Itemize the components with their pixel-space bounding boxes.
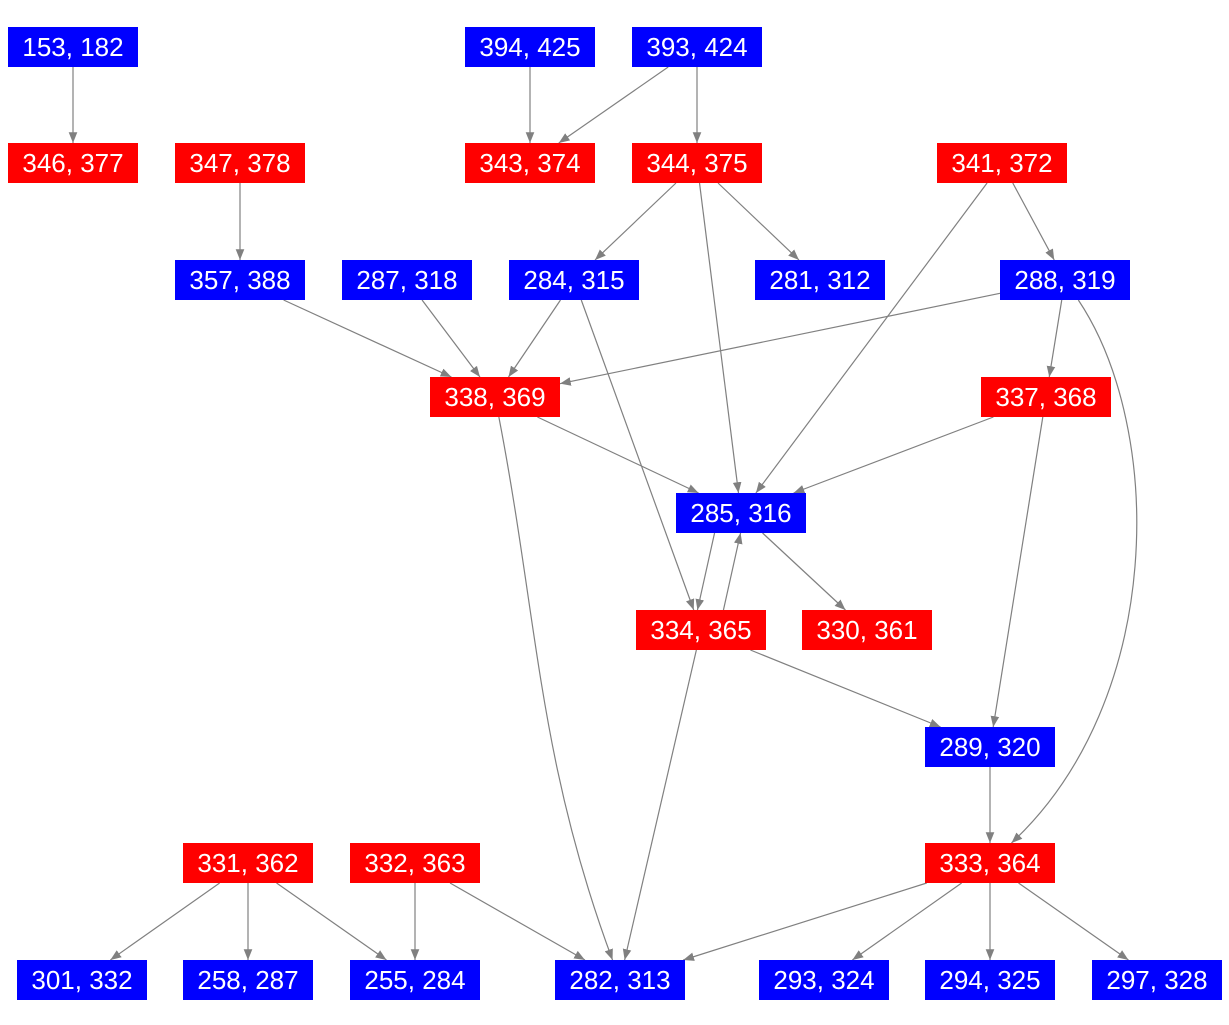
- graph-node[interactable]: 343, 374: [465, 143, 595, 183]
- edge-357-to-338: [283, 299, 452, 378]
- graph-node[interactable]: 344, 375: [632, 143, 762, 183]
- edge-333-to-293: [852, 882, 962, 961]
- edge-288-to-333: [1011, 299, 1138, 844]
- graph-node[interactable]: 334, 365: [636, 610, 766, 650]
- edge-332-to-282: [449, 882, 586, 961]
- graph-node[interactable]: 288, 319: [1000, 260, 1130, 300]
- edge-287-to-338: [421, 299, 481, 378]
- edge-284-to-334: [580, 299, 695, 611]
- edge-285-to-334: [695, 532, 716, 611]
- edge-344-to-285: [698, 182, 742, 494]
- edge-333-to-282: [683, 882, 927, 961]
- edge-331-to-255: [276, 882, 387, 961]
- graph-node[interactable]: 297, 328: [1092, 960, 1222, 1000]
- edge-337-to-289: [990, 416, 1044, 728]
- edge-334-to-282: [622, 649, 697, 961]
- edge-284-to-338: [508, 299, 561, 378]
- graph-node[interactable]: 285, 316: [676, 493, 806, 533]
- graph-node[interactable]: 357, 388: [175, 260, 305, 300]
- graph-node[interactable]: 284, 315: [509, 260, 639, 300]
- graph-node[interactable]: 255, 284: [350, 960, 480, 1000]
- graph-node[interactable]: 330, 361: [802, 610, 932, 650]
- graph-node[interactable]: 332, 363: [350, 843, 480, 883]
- graph-node[interactable]: 393, 424: [632, 27, 762, 67]
- edge-341-to-288: [1012, 182, 1055, 261]
- graph-node[interactable]: 347, 378: [175, 143, 305, 183]
- graph-node[interactable]: 301, 332: [17, 960, 147, 1000]
- graph-node[interactable]: 333, 364: [925, 843, 1055, 883]
- graph-node[interactable]: 338, 369: [430, 377, 560, 417]
- edge-341-to-285: [755, 182, 988, 494]
- graph-node[interactable]: 289, 320: [925, 727, 1055, 767]
- edge-393-to-343: [558, 66, 669, 144]
- graph-node[interactable]: 294, 325: [925, 960, 1055, 1000]
- graph-node[interactable]: 293, 324: [759, 960, 889, 1000]
- edge-288-to-338: [559, 292, 1001, 386]
- graph-node[interactable]: 394, 425: [465, 27, 595, 67]
- edge-344-to-284: [594, 182, 677, 261]
- edge-338-to-282: [498, 416, 614, 961]
- edge-337-to-285: [793, 416, 994, 494]
- edge-288-to-337: [1046, 299, 1063, 378]
- graph-node[interactable]: 287, 318: [342, 260, 472, 300]
- graph-node[interactable]: 346, 377: [8, 143, 138, 183]
- edge-285-to-330: [762, 532, 846, 611]
- edge-333-to-297: [1018, 882, 1129, 961]
- edge-331-to-301: [110, 882, 220, 961]
- graph-node[interactable]: 281, 312: [755, 260, 885, 300]
- edge-338-to-285: [537, 416, 699, 494]
- graph-node[interactable]: 258, 287: [183, 960, 313, 1000]
- edge-334-to-285: [722, 532, 743, 611]
- graph-node[interactable]: 331, 362: [183, 843, 313, 883]
- graph-node[interactable]: 282, 313: [555, 960, 685, 1000]
- edge-344-to-281: [717, 182, 800, 261]
- graph-node[interactable]: 337, 368: [981, 377, 1111, 417]
- graph-node[interactable]: 341, 372: [937, 143, 1067, 183]
- graph-node[interactable]: 153, 182: [8, 27, 138, 67]
- edge-334-to-289: [750, 649, 941, 728]
